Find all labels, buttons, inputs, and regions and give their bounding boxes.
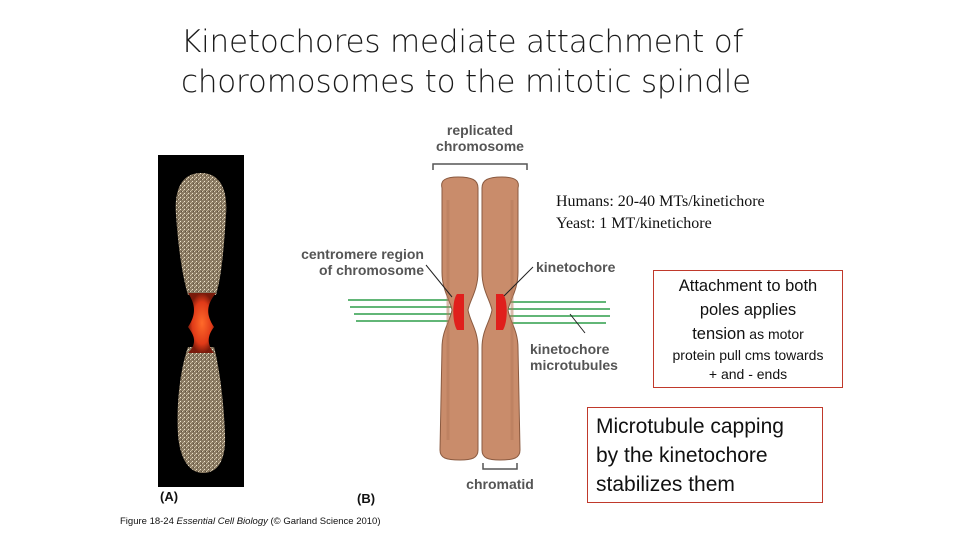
tension-line-1: Attachment to both	[678, 277, 818, 295]
microtubules	[348, 299, 610, 324]
tension-line-2: poles applies	[699, 301, 797, 319]
panel-b-label: (B)	[357, 491, 376, 506]
left-kinetochore	[453, 294, 464, 330]
kinetochore-microtubules-label: kinetochore microtubules	[530, 341, 618, 373]
microtubule-pointer	[569, 313, 586, 334]
capping-line-1: Microtubule capping	[596, 415, 784, 438]
capping-note-box: Microtubule capping by the kinetochore s…	[587, 407, 823, 503]
chromatid-label: chromatid	[466, 476, 534, 492]
humans-note: Humans: 20-40 MTs/kinetichore	[556, 193, 765, 210]
tension-note-box: Attachment to both poles applies tension…	[653, 270, 843, 388]
capping-line-3: stabilizes them	[596, 473, 735, 496]
tension-line-3: tension as motor	[692, 325, 804, 343]
figure-caption: Figure 18-24 Essential Cell Biology (© G…	[120, 516, 381, 527]
micrograph-panel	[158, 155, 244, 487]
title-line-1: Kinetochores mediate attachment of	[181, 24, 744, 60]
panel-a-label: (A)	[160, 489, 179, 504]
kinetochore-label: kinetochore	[536, 259, 616, 275]
centromere-label: centromere region of chromosome	[301, 246, 424, 278]
mt-count-notes: Humans: 20-40 MTs/kinetichore Yeast: 1 M…	[556, 191, 765, 235]
right-kinetochore	[496, 294, 507, 330]
tension-line-5: + and - ends	[708, 366, 788, 382]
replicated-chromosome-label: replicated chromosome	[436, 122, 524, 154]
title-line-2: choromosomes to the mitotic spindle	[181, 64, 751, 100]
micrograph-image	[175, 173, 227, 473]
slide-title: Kinetochores mediate attachment of choro…	[181, 22, 801, 102]
kinetochore-pointer	[503, 266, 534, 297]
chromatid-bracket	[482, 463, 518, 470]
replicated-bracket	[432, 163, 528, 170]
tension-line-4: protein pull cms towards	[672, 347, 824, 363]
yeast-note: Yeast: 1 MT/kinetichore	[556, 215, 712, 232]
capping-line-2: by the kinetochore	[596, 444, 768, 467]
centromere-pointer	[425, 264, 453, 298]
